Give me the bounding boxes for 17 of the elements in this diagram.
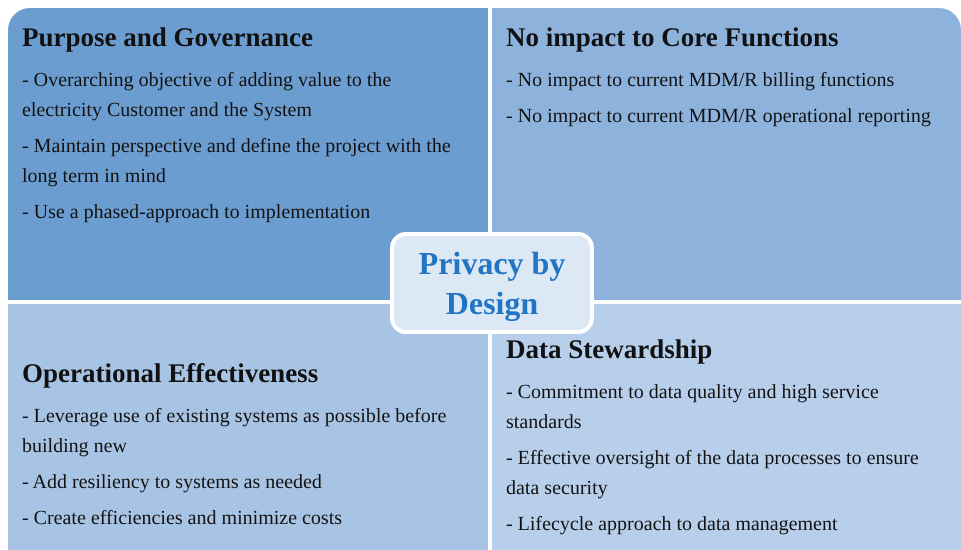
panel-heading: Data Stewardship — [506, 334, 712, 365]
bullet-text: - Effective oversight of the data processes to ensure data security — [506, 446, 920, 501]
bullet-text: - Overarching objective of adding value to the electricity Customer and the System — [22, 68, 392, 123]
bullet-text: - Add resiliency to systems as needed — [22, 470, 323, 495]
bullet-text: - Lifecycle approach to data management — [506, 512, 838, 537]
bullet-text: - Maintain perspective and define the project with the long term in mind — [22, 134, 452, 189]
center-title: Privacy by Design — [418, 244, 566, 323]
bullet-text: - No impact to current MDM/R billing functions — [506, 68, 896, 93]
panel-heading: Purpose and Governance — [22, 22, 314, 53]
bullet-text: - Commitment to data quality and high service standards — [506, 380, 880, 435]
panel-heading: No impact to Core Functions — [506, 22, 838, 53]
bullet-text: - Create efficiencies and minimize costs — [22, 506, 344, 531]
bullet-text: - Leverage use of existing systems as possible before building new — [22, 404, 448, 459]
panel-heading: Operational Effectiveness — [22, 358, 318, 389]
bullet-text: - No impact to current MDM/R operational reporting — [506, 104, 932, 129]
bullet-text: - Use a phased-approach to implementation — [22, 200, 372, 225]
center-label-box — [390, 232, 594, 334]
